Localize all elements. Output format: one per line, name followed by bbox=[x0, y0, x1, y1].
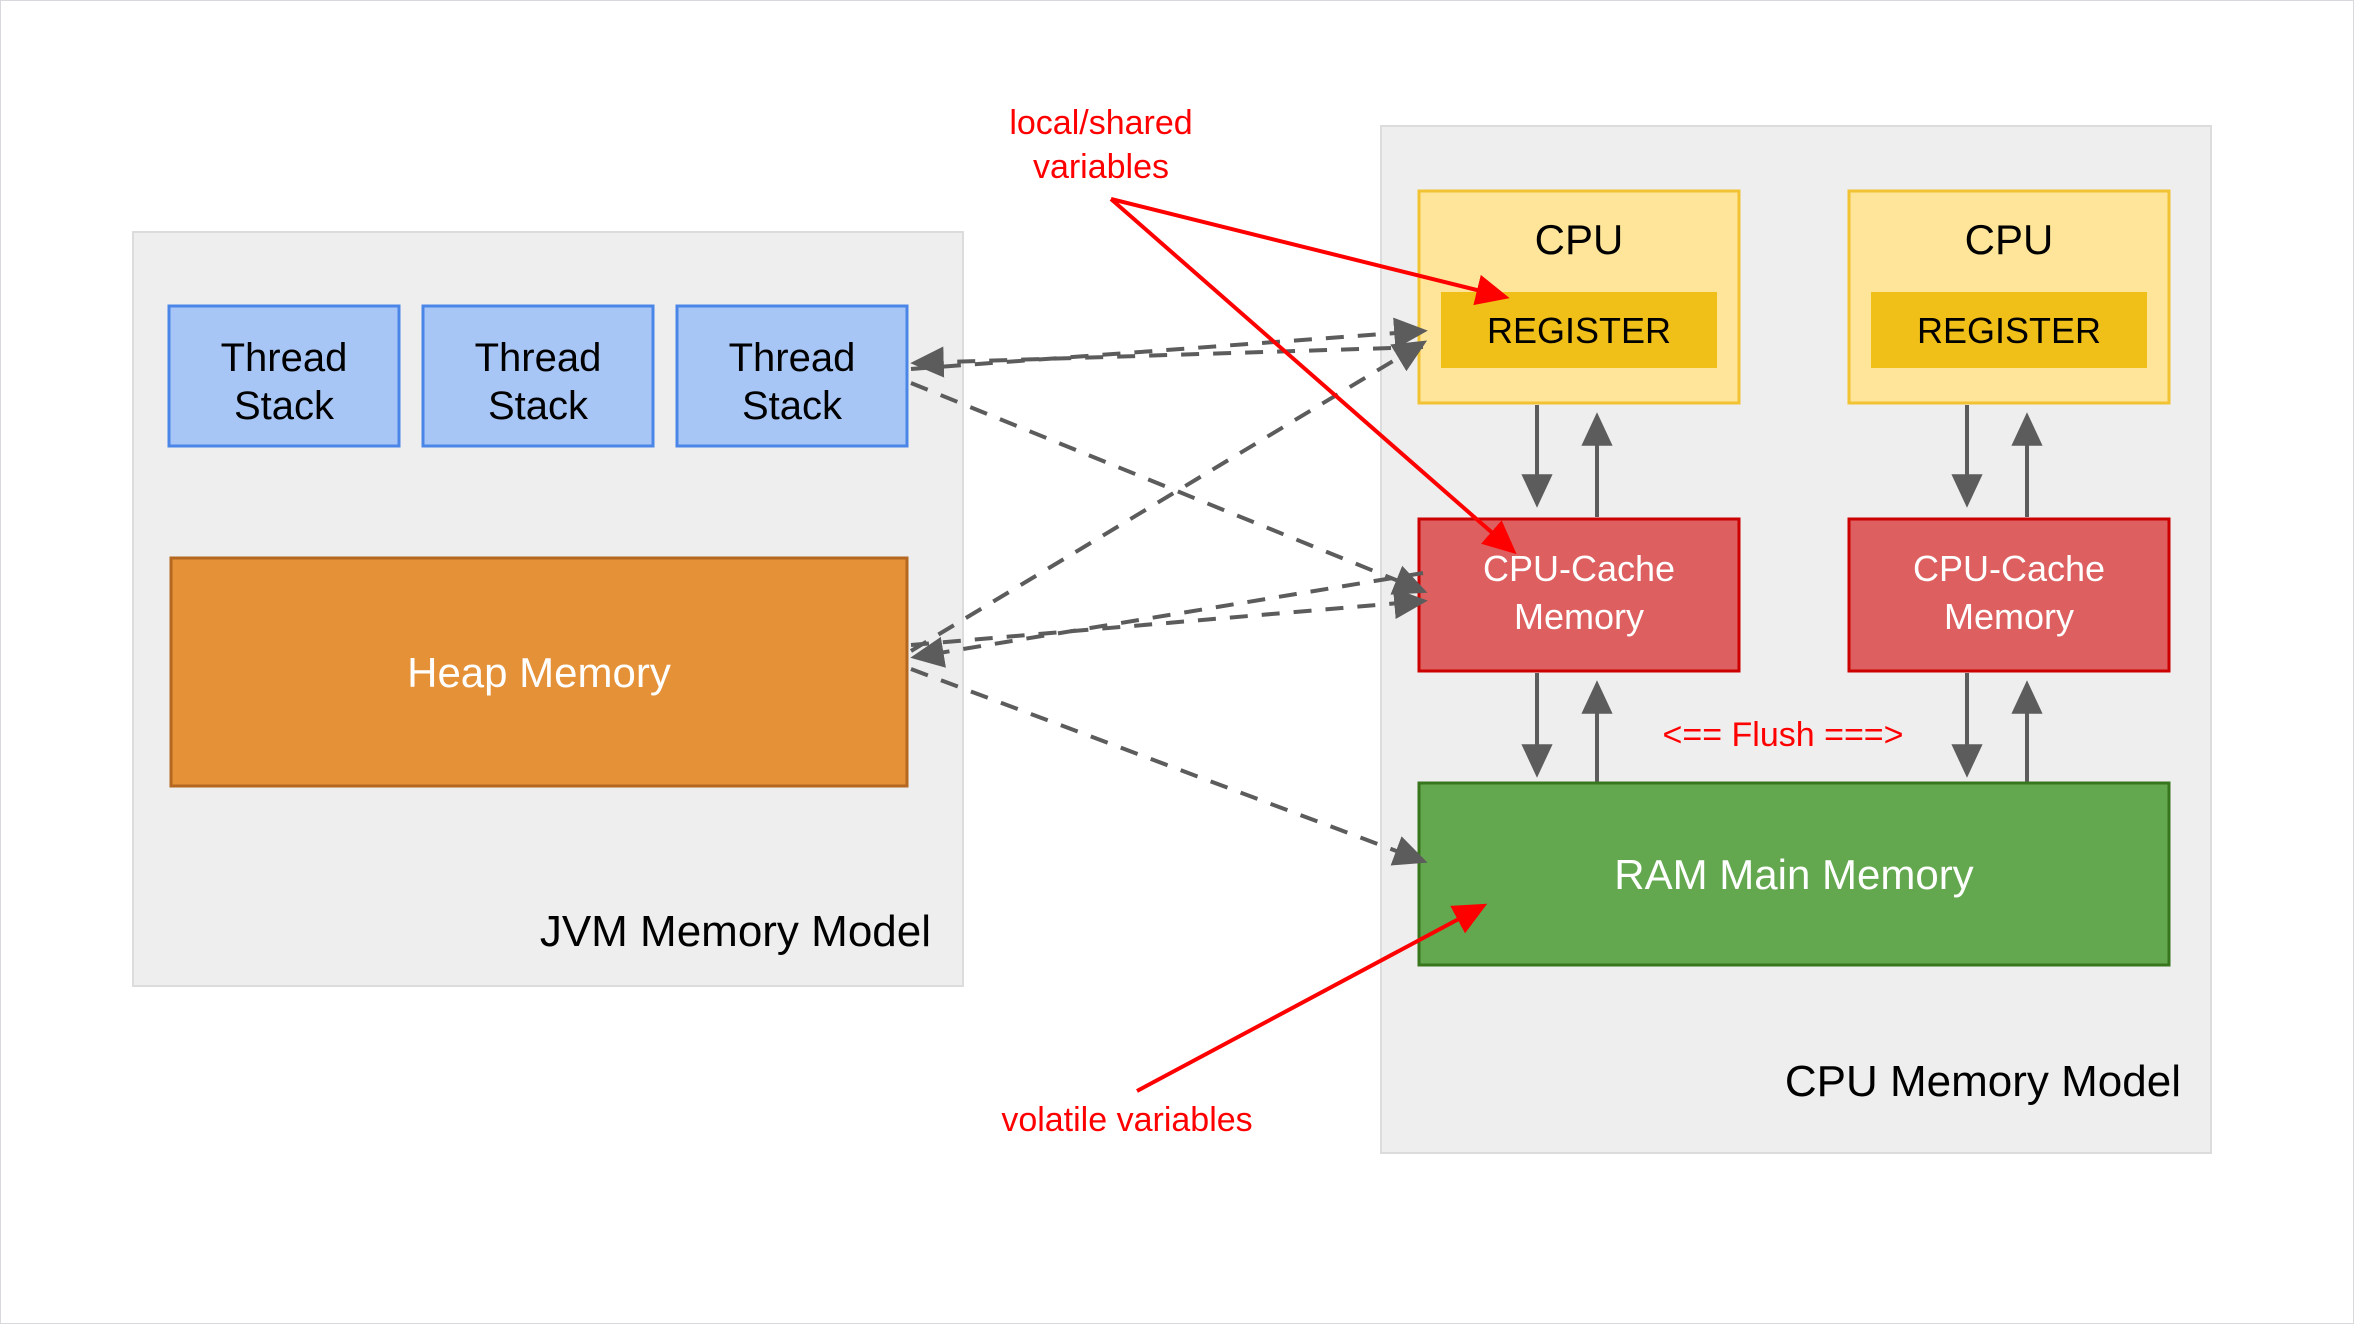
connector-register-to-threadstack bbox=[910, 345, 1424, 378]
cpu-box-1[interactable]: CPU REGISTER bbox=[1417, 189, 1741, 405]
cpu-cache-box[interactable] bbox=[1847, 517, 2171, 673]
annotation-volatile-variables: volatile variables bbox=[1001, 903, 1488, 1139]
cpu-cache-2[interactable]: CPU-Cache Memory bbox=[1847, 517, 2171, 673]
cpu-core-1: CPU REGISTER CPU-Cache Memory bbox=[1417, 189, 1741, 787]
thread-stack-1[interactable]: Thread Stack bbox=[167, 304, 401, 448]
connector-heap-to-ram bbox=[910, 667, 1428, 866]
cpu-panel-label: CPU Memory Model bbox=[1785, 1057, 2181, 1106]
thread-stack-label-line2: Stack bbox=[234, 384, 335, 428]
cpu-label: CPU bbox=[1965, 216, 2054, 263]
annotation-arrow-to-cache bbox=[1109, 197, 1517, 555]
cpu-cache-label-line1: CPU-Cache bbox=[1913, 548, 2105, 589]
heap-memory[interactable]: Heap Memory bbox=[169, 556, 909, 788]
ram-main-memory-box[interactable] bbox=[1417, 781, 2171, 967]
thread-stack-label-line2: Stack bbox=[488, 384, 589, 428]
jvm-panel-label: JVM Memory Model bbox=[540, 907, 931, 956]
heap-memory-box[interactable] bbox=[169, 556, 909, 788]
thread-stack-box[interactable] bbox=[675, 304, 909, 448]
thread-stack-3[interactable]: Thread Stack bbox=[675, 304, 909, 448]
cpu-memory-model-panel: CPU REGISTER CPU-Cache Memory bbox=[1380, 125, 2212, 1154]
register-label: REGISTER bbox=[1917, 310, 2101, 351]
connector-threadstack-to-register bbox=[910, 317, 1428, 371]
thread-stack-box[interactable] bbox=[167, 304, 401, 448]
jvm-memory-model-panel: Thread Stack Thread Stack Thread Stack H… bbox=[132, 231, 964, 987]
thread-stack-box[interactable] bbox=[421, 304, 655, 448]
flush-label: <== Flush ===> bbox=[1662, 716, 1903, 754]
annotation-local-shared-variables: local/shared variables bbox=[1009, 104, 1517, 555]
ram-main-memory-label: RAM Main Memory bbox=[1614, 851, 1973, 898]
cpu-cache-box[interactable] bbox=[1417, 517, 1741, 673]
annotation-arrow-to-register bbox=[1110, 197, 1510, 306]
thread-stack-label-line1: Thread bbox=[475, 336, 602, 380]
ram-main-memory[interactable]: RAM Main Memory bbox=[1417, 781, 2171, 967]
register-label: REGISTER bbox=[1487, 310, 1671, 351]
register-box[interactable] bbox=[1871, 292, 2147, 368]
thread-stack-label-line2: Stack bbox=[742, 384, 843, 428]
heap-memory-label: Heap Memory bbox=[407, 649, 671, 696]
connector-heap-to-register bbox=[909, 340, 1428, 653]
cpu-cache-label-line2: Memory bbox=[1944, 596, 2074, 637]
thread-stack-2[interactable]: Thread Stack bbox=[421, 304, 655, 448]
thread-stack-label-line1: Thread bbox=[221, 336, 348, 380]
connector-cache-to-heap bbox=[910, 571, 1424, 668]
local-shared-variables-label-line2: variables bbox=[1033, 148, 1169, 186]
cpu-cache-label-line1: CPU-Cache bbox=[1483, 548, 1675, 589]
cpu-cache-1[interactable]: CPU-Cache Memory bbox=[1417, 517, 1741, 673]
jvm-cpu-dashed-connectors bbox=[909, 317, 1428, 866]
cpu-cache-label-line2: Memory bbox=[1514, 596, 1644, 637]
annotation-arrow-to-ram bbox=[1136, 903, 1488, 1093]
cpu-core-2: CPU REGISTER CPU-Cache Memory bbox=[1847, 189, 2171, 787]
connector-heap-to-cache bbox=[910, 587, 1428, 647]
local-shared-variables-label-line1: local/shared bbox=[1009, 104, 1192, 142]
cpu-label: CPU bbox=[1535, 216, 1624, 263]
thread-stack-label-line1: Thread bbox=[729, 336, 856, 380]
connector-threadstack-to-cache bbox=[910, 381, 1428, 595]
volatile-variables-label: volatile variables bbox=[1001, 1101, 1252, 1139]
cpu-box-2[interactable]: CPU REGISTER bbox=[1847, 189, 2171, 405]
